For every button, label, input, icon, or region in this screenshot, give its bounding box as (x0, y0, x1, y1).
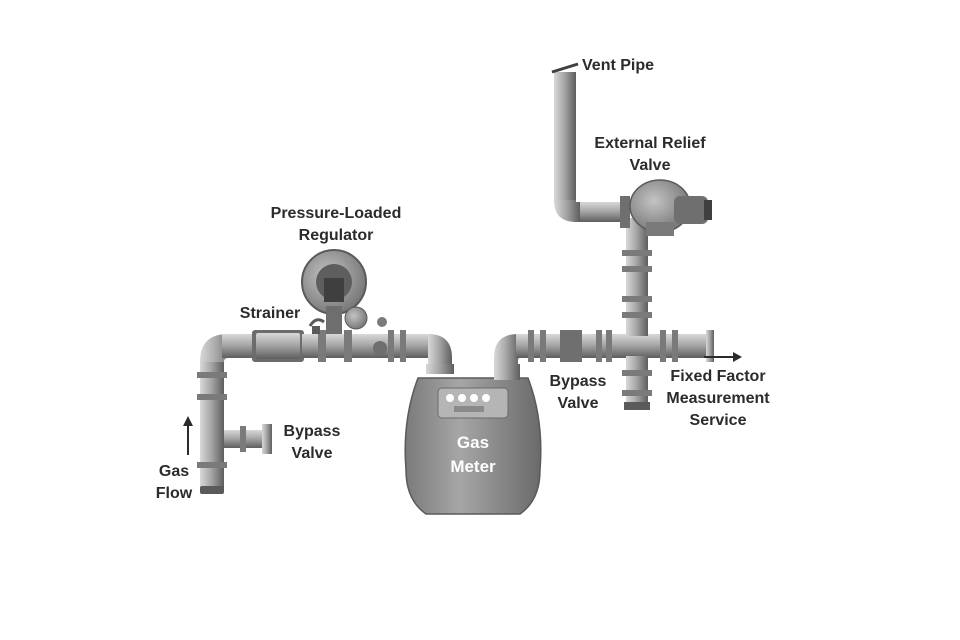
bypass-left-label-line1: Bypass (284, 423, 341, 440)
gas-flow-arrow (183, 416, 193, 455)
regulator-label-line2: Regulator (299, 227, 374, 244)
gas-flow-label-line2: Flow (156, 485, 193, 502)
left-bypass-valve (224, 424, 272, 454)
strainer (252, 330, 304, 362)
external-relief-label-line2: Valve (630, 157, 671, 174)
right-bypass-valve (622, 356, 652, 410)
meter-dial-icon (446, 394, 454, 402)
inlet-pipe (197, 334, 256, 494)
fixed-factor-label-line1: Fixed Factor (670, 368, 765, 385)
meter-dial-icon (482, 394, 490, 402)
main-pipe-right (494, 330, 714, 380)
gas-flow-label-line1: Gas (159, 463, 189, 480)
outlet-flow-arrow (704, 352, 742, 362)
main-pipe-left (302, 330, 454, 374)
meter-dial-icon (458, 394, 466, 402)
vent-pipe (551, 62, 580, 222)
meter-label-line1: Gas (457, 433, 489, 452)
external-relief-valve (574, 179, 712, 236)
meter-dial-icon (470, 394, 478, 402)
relief-riser (622, 218, 652, 336)
bypass-right-label-line2: Valve (558, 395, 599, 412)
pressure-loaded-regulator (301, 249, 387, 355)
fixed-factor-label-line3: Service (690, 412, 747, 429)
bypass-left-label-line2: Valve (292, 445, 333, 462)
bypass-right-label-line1: Bypass (550, 373, 607, 390)
meter-label-line2: Meter (450, 457, 496, 476)
fixed-factor-label-line2: Measurement (666, 390, 770, 407)
gas-meter (404, 377, 542, 515)
regulator-label-line1: Pressure-Loaded (271, 205, 402, 222)
external-relief-label-line1: External Relief (594, 135, 706, 152)
vent-pipe-label: Vent Pipe (582, 57, 654, 74)
strainer-label: Strainer (240, 305, 300, 322)
